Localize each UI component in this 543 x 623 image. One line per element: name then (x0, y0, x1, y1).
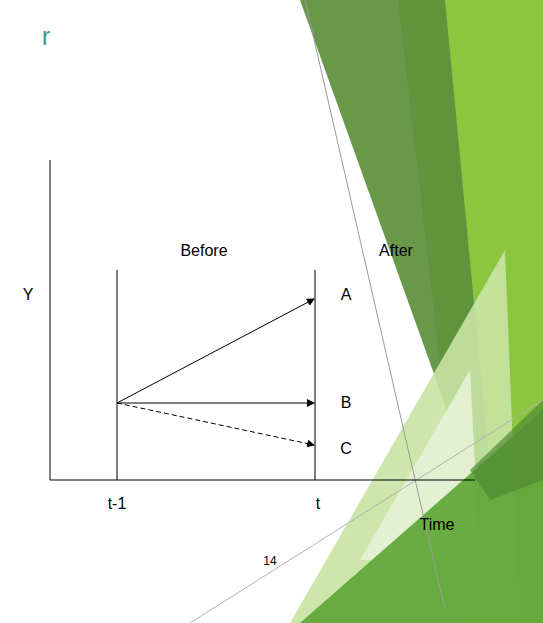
time-line (315, 270, 316, 480)
period-label: Before (180, 242, 227, 260)
thin-line (190, 400, 543, 623)
arrow (117, 299, 314, 403)
dark-green-triangle (470, 400, 543, 500)
outcome-label: A (341, 286, 352, 304)
x-axis (50, 480, 475, 481)
arrow (117, 403, 314, 404)
outcome-label: C (340, 440, 352, 458)
time-line (117, 270, 118, 480)
axis-label: Time (420, 516, 455, 534)
axis-label: Y (23, 286, 34, 304)
page-number: 14 (263, 555, 276, 568)
dashed-arrow (117, 403, 314, 445)
outcome-label: B (341, 394, 352, 412)
tick-label: t (316, 495, 320, 513)
y-axis (50, 160, 51, 480)
tick-label: t-1 (108, 495, 127, 513)
period-label: After (379, 242, 413, 260)
title-fragment: r (42, 22, 51, 51)
